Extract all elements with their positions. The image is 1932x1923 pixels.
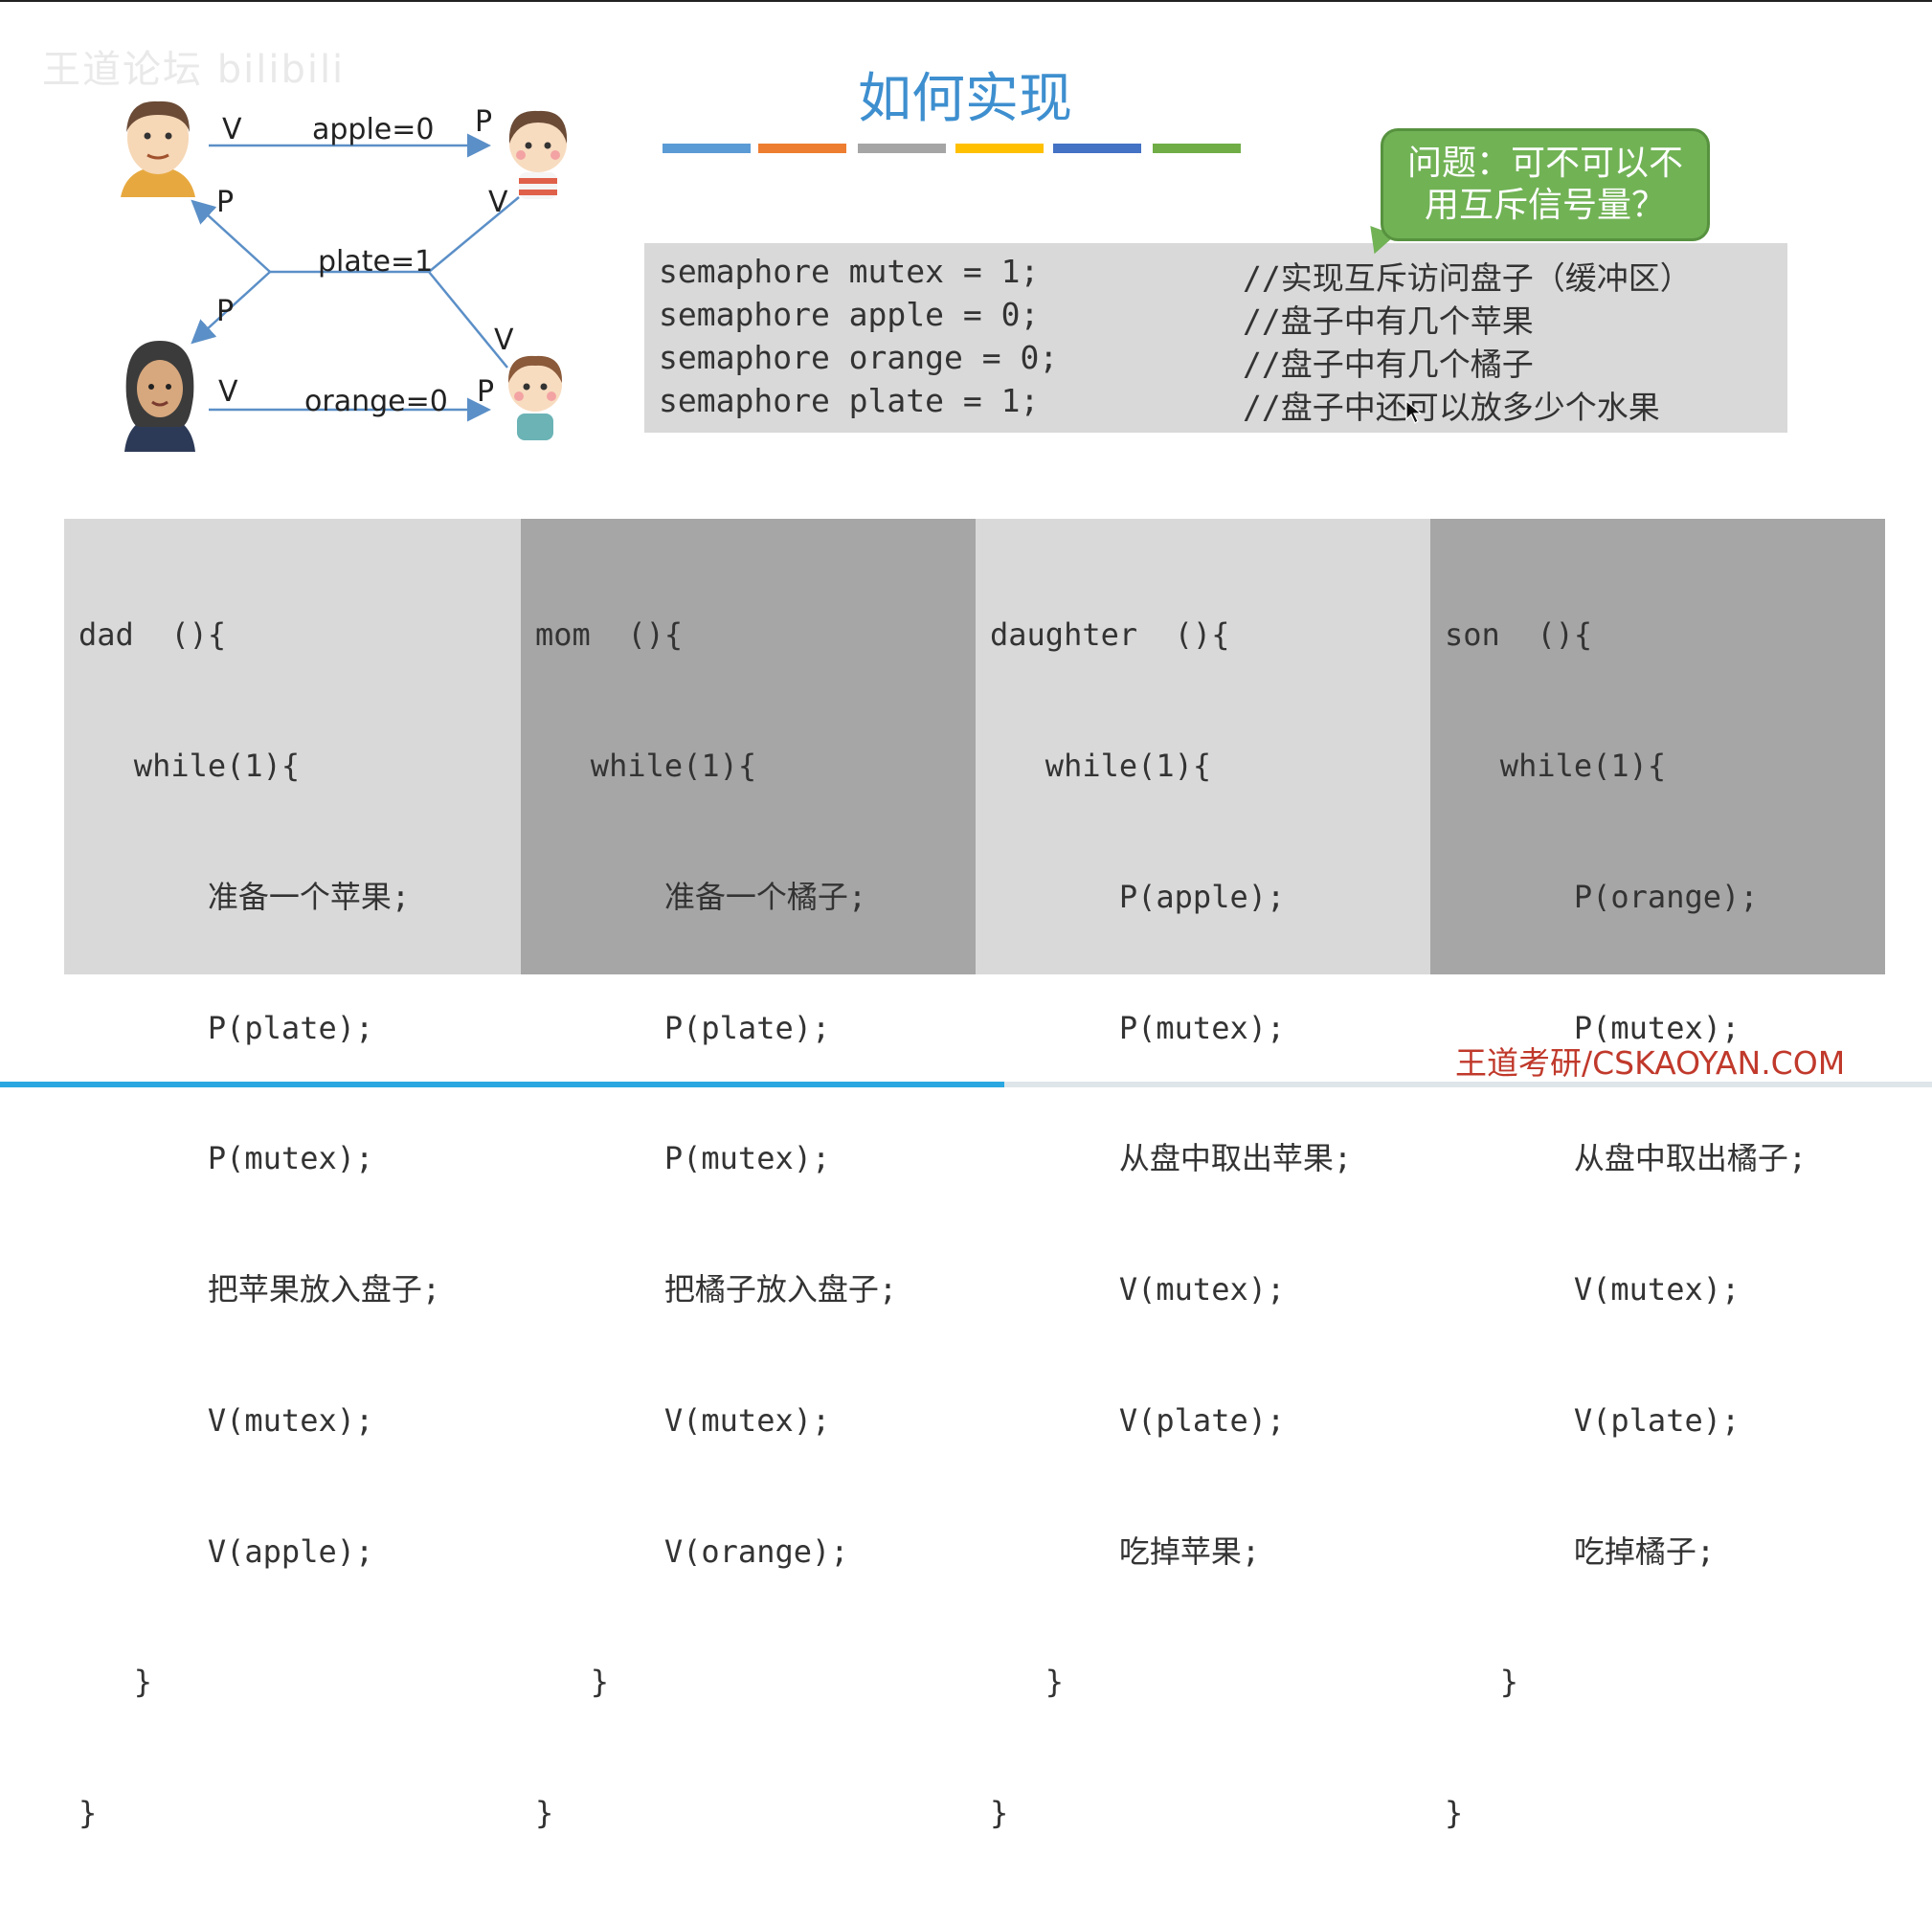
code-line: while(1){ (1445, 747, 1667, 784)
color-bar-segment-1 (663, 144, 751, 153)
code-line: while(1){ (535, 747, 757, 784)
apple-label: apple=0 (312, 113, 435, 146)
daughter-v-label: V (488, 186, 508, 219)
mom-code-panel: mom (){ while(1){ 准备一个橘子; P(plate); P(mu… (521, 519, 976, 1831)
code-line: V(mutex); (535, 1401, 831, 1439)
code-line: 吃掉橘子; (1445, 1532, 1716, 1570)
semaphore-plate-comment: //盘子中还可以放多少个水果 (1243, 389, 1660, 426)
son-p-label: P (477, 375, 495, 409)
code-line: P(orange); (1445, 878, 1759, 915)
code-line: P(mutex); (535, 1140, 831, 1177)
code-line: } (1445, 1664, 1519, 1701)
code-line: P(mutex); (990, 1009, 1286, 1046)
semaphore-orange-comment: //盘子中有几个橘子 (1243, 346, 1534, 383)
code-line: } (79, 1664, 153, 1701)
daughter-code-panel: daughter (){ while(1){ P(apple); P(mutex… (976, 519, 1430, 1831)
code-line: V(apple); (79, 1532, 374, 1570)
question-bubble: 问题：可不可以不 用互斥信号量？ (1381, 128, 1710, 241)
code-line: dad (){ (79, 616, 227, 654)
daughter-to-plate-line (428, 196, 520, 273)
code-line: V(orange); (535, 1532, 849, 1570)
color-bar-segment-2 (758, 144, 846, 153)
mouse-cursor-icon (1405, 400, 1423, 424)
mom-v-label: V (218, 375, 238, 409)
code-line: 把苹果放入盘子; (79, 1271, 441, 1308)
dad-code-panel: dad (){ while(1){ 准备一个苹果; P(plate); P(mu… (64, 519, 521, 1831)
code-line: son (){ (1445, 616, 1593, 654)
code-line: } (990, 1795, 1009, 1832)
diagram-arrows (191, 133, 520, 422)
semaphore-mutex-comment: //实现互斥访问盘子（缓冲区） (1243, 259, 1692, 297)
code-line: V(plate); (1445, 1401, 1741, 1439)
semaphore-mutex-line: semaphore mutex = 1; (659, 253, 1040, 290)
son-v-label: V (494, 324, 514, 357)
daughter-avatar (508, 110, 568, 199)
semaphore-orange-line: semaphore orange = 0; (659, 339, 1059, 376)
son-to-plate-line (428, 271, 508, 369)
code-line: } (535, 1795, 554, 1832)
code-line: } (990, 1664, 1065, 1701)
footer-brand: 王道考研/CSKAOYAN.COM (1455, 1044, 1846, 1082)
son-avatar (507, 355, 563, 440)
code-line: 把橘子放入盘子; (535, 1271, 898, 1308)
semaphore-apple-comment: //盘子中有几个苹果 (1243, 302, 1534, 340)
question-line-1: 问题：可不可以不 (1406, 144, 1683, 183)
code-line: mom (){ (535, 616, 684, 654)
plate-to-mom-arrow (191, 271, 271, 345)
code-line: P(apple); (990, 878, 1286, 915)
code-line: P(mutex); (1445, 1009, 1741, 1046)
question-line-2: 用互斥信号量？ (1424, 186, 1666, 225)
code-line: 从盘中取出苹果; (990, 1140, 1353, 1177)
code-line: P(plate); (535, 1009, 831, 1046)
color-bar-segment-5 (1053, 144, 1141, 153)
color-bar-segment-3 (858, 144, 946, 153)
code-line: 准备一个苹果; (79, 878, 411, 915)
code-line: 从盘中取出橘子; (1445, 1140, 1808, 1177)
code-line: V(plate); (990, 1401, 1286, 1439)
orange-label: orange=0 (304, 385, 448, 418)
mom-p-label: P (216, 295, 235, 328)
code-line: P(mutex); (79, 1140, 374, 1177)
dad-p-label: P (216, 186, 235, 219)
semaphore-declarations: semaphore mutex = 1; //实现互斥访问盘子（缓冲区） sem… (644, 243, 1787, 433)
code-line: while(1){ (990, 747, 1212, 784)
code-line: } (79, 1795, 98, 1832)
code-line: 吃掉苹果; (990, 1532, 1261, 1570)
code-line: daughter (){ (990, 616, 1230, 654)
code-line: 准备一个橘子; (535, 878, 867, 915)
plate-to-dad-arrow (191, 199, 271, 273)
top-border (0, 0, 1932, 2)
color-bar-segment-6 (1153, 144, 1241, 153)
video-progress-fill[interactable] (0, 1082, 1005, 1087)
watermark: 王道论坛 bilibili (42, 48, 346, 92)
son-code-panel: son (){ while(1){ P(orange); P(mutex); 从… (1430, 519, 1885, 1831)
dad-v-label: V (222, 113, 242, 146)
code-line: while(1){ (79, 747, 301, 784)
code-line: } (1445, 1795, 1464, 1832)
daughter-p-label: P (475, 105, 493, 139)
process-diagram: apple=0 plate=1 orange=0 V P P V P V V P (0, 0, 613, 479)
code-line: V(mutex); (1445, 1271, 1741, 1308)
semaphore-apple-line: semaphore apple = 0; (659, 296, 1040, 333)
dad-avatar (121, 101, 195, 197)
semaphore-plate-line: semaphore plate = 1; (659, 382, 1040, 419)
slide-title: 如何实现 (858, 68, 1072, 130)
code-line: V(mutex); (990, 1271, 1286, 1308)
color-bar-segment-4 (955, 144, 1044, 153)
code-line: P(plate); (79, 1009, 374, 1046)
mom-avatar (124, 341, 195, 452)
plate-label: plate=1 (318, 245, 434, 279)
code-line: V(mutex); (79, 1401, 374, 1439)
code-line: } (535, 1664, 610, 1701)
